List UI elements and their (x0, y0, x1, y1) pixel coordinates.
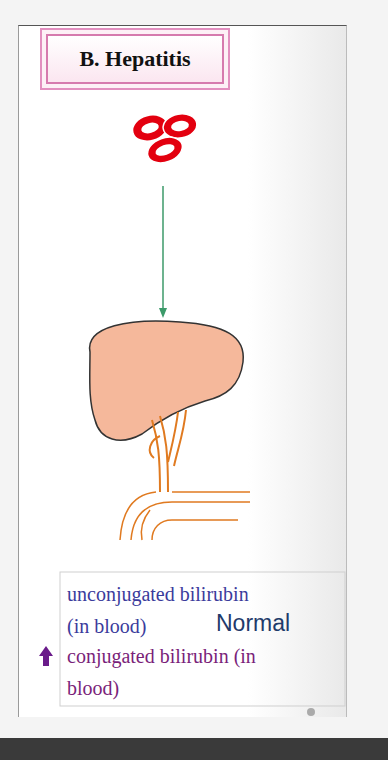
conjugated-label: conjugated bilirubin (in blood) (67, 640, 272, 704)
title-text: B. Hepatitis (79, 46, 190, 72)
liver (90, 321, 244, 440)
slide-dot (307, 708, 315, 716)
increase-arrow (39, 646, 53, 666)
text-frame (60, 572, 345, 706)
bile-ducts (150, 410, 186, 492)
red-blood-cells (130, 111, 198, 167)
title-inner-frame: B. Hepatitis (46, 34, 224, 84)
title-box: B. Hepatitis (40, 28, 230, 90)
flow-arrow (159, 186, 167, 318)
intestine (120, 492, 250, 540)
normal-label: Normal (216, 607, 326, 639)
bottom-bar (0, 738, 388, 760)
